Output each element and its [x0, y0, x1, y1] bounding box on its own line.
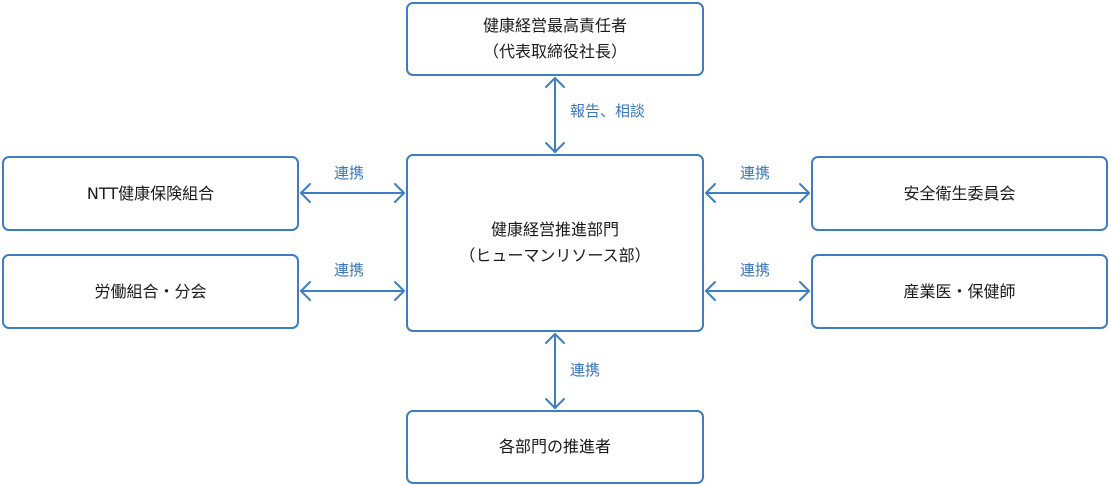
node-chief-health-officer: 健康経営最高責任者 （代表取締役社長） [406, 2, 704, 76]
node-industrial-physician-nurse: 産業医・保健師 [811, 254, 1108, 329]
node-text-line: 産業医・保健師 [903, 281, 1016, 301]
edge-label-report-consult: 報告、相談 [570, 102, 646, 120]
edge-bottom-arrow [545, 333, 565, 409]
node-text-line: 各部門の推進者 [498, 437, 611, 456]
node-department-promoters: 各部門の推進者 [406, 410, 704, 484]
edge-left2-arrow [300, 281, 405, 301]
node-text-line: 健康経営推進部門 [490, 220, 619, 239]
node-labor-union: 労働組合・分会 [2, 254, 299, 329]
edge-right1-arrow [705, 183, 810, 203]
node-text-line: 労働組合・分会 [94, 281, 207, 301]
node-text-line: （代表取締役社長） [482, 42, 627, 61]
edge-label-cooperation: 連携 [334, 261, 365, 279]
edge-label-cooperation: 連携 [334, 164, 365, 182]
node-ntt-health-insurance-union: NTT健康保険組合 [2, 156, 299, 231]
node-text-line: （ヒューマンリソース部） [459, 246, 651, 265]
edge-label-cooperation: 連携 [740, 261, 771, 279]
edge-top-arrow [545, 77, 565, 153]
edge-label-cooperation: 連携 [740, 164, 771, 182]
edge-label-cooperation: 連携 [570, 361, 601, 379]
node-text-line: NTT健康保険組合 [86, 183, 215, 203]
node-health-promotion-department: 健康経営推進部門 （ヒューマンリソース部） [406, 154, 704, 332]
edge-right2-arrow [705, 281, 810, 301]
node-text-line: 安全衛生委員会 [903, 183, 1016, 203]
node-safety-health-committee: 安全衛生委員会 [811, 156, 1108, 231]
edge-left1-arrow [300, 183, 405, 203]
node-text-line: 健康経営最高責任者 [482, 16, 627, 35]
